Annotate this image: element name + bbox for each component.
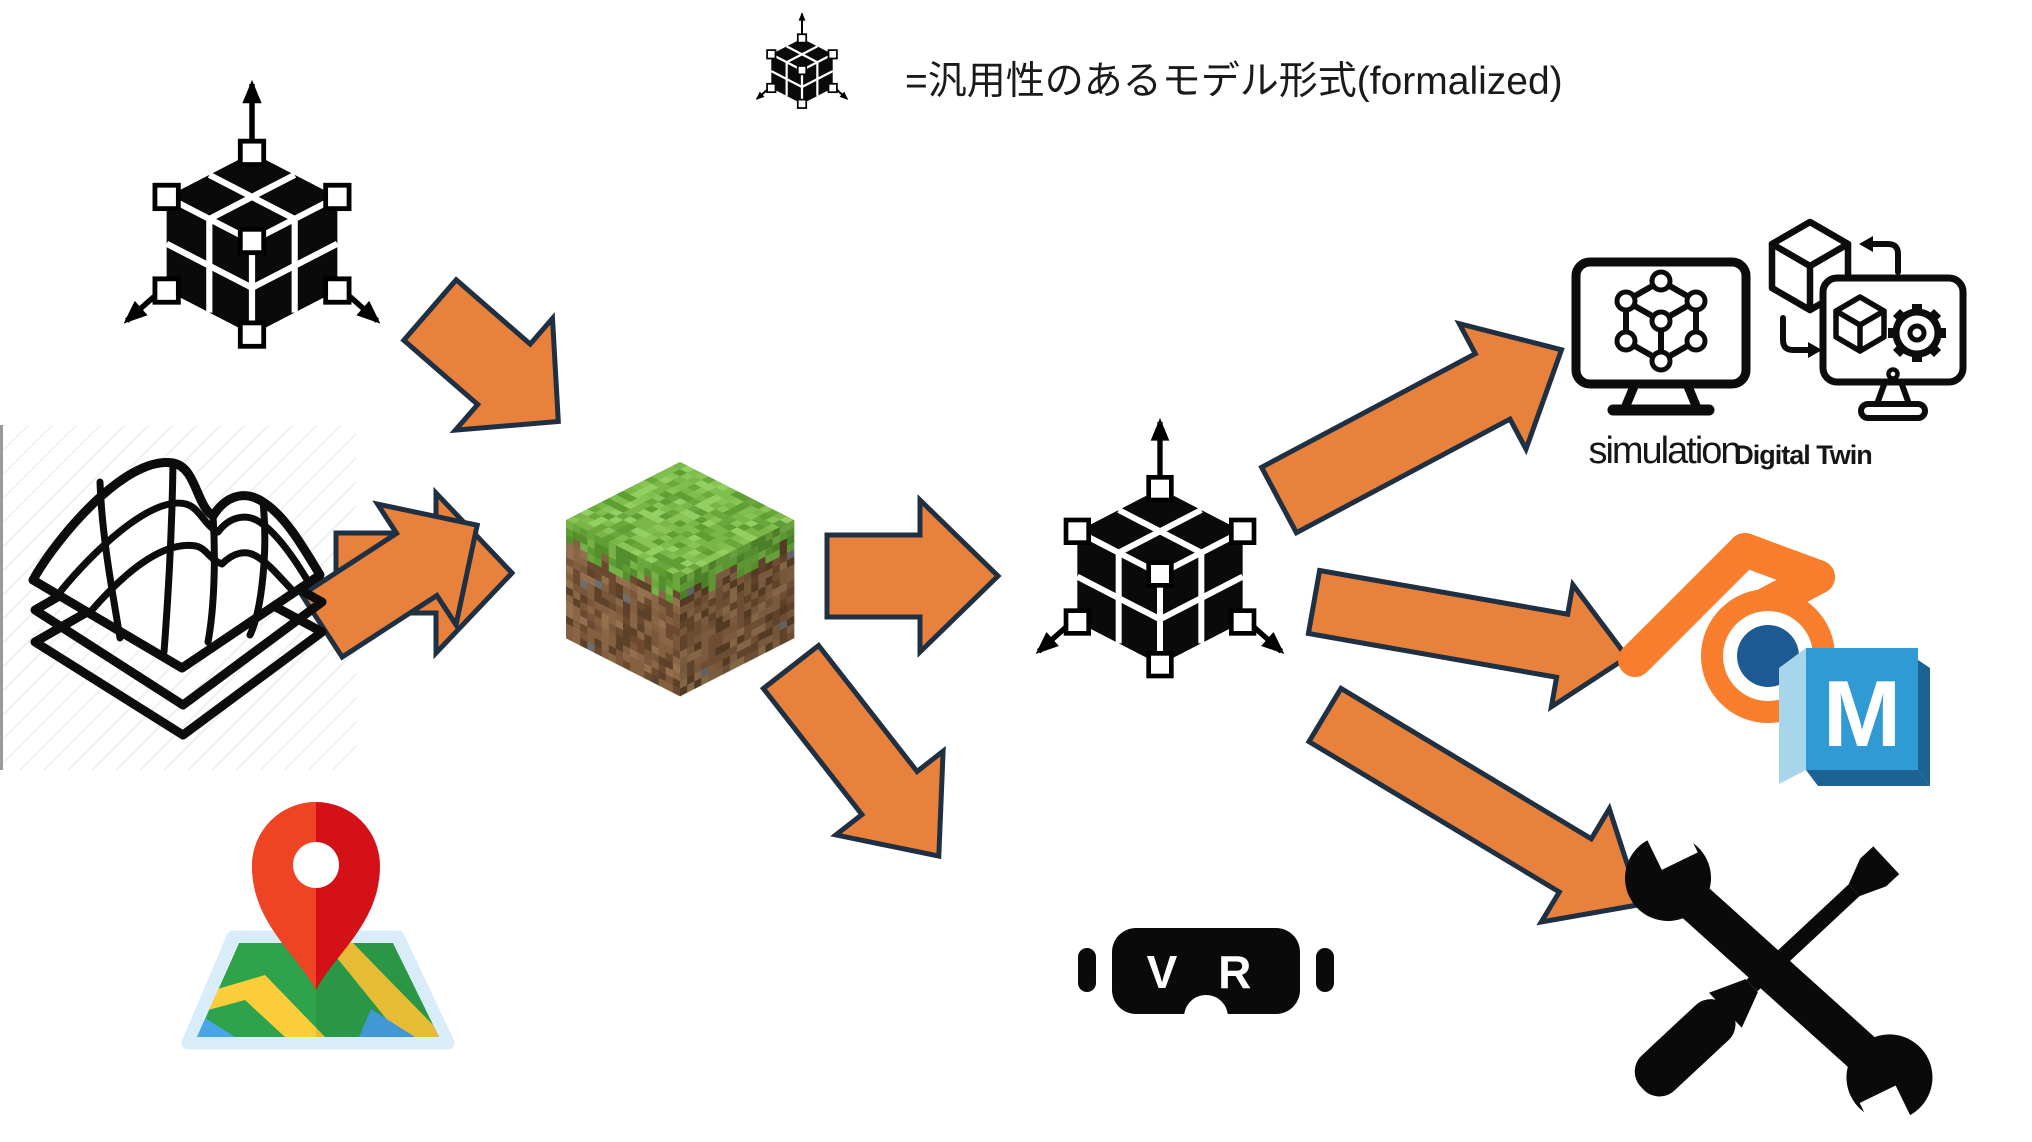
simulation-monitor-icon	[1571, 257, 1751, 416]
screwdriver-icon	[1634, 846, 1900, 1097]
arrow-model-to-tools	[1305, 684, 1644, 926]
map-pin-icon	[181, 802, 455, 1050]
sync-arrow-up-left	[1859, 236, 1901, 275]
twin-monitor-stand	[1858, 379, 1928, 421]
vr-body	[1112, 928, 1300, 1014]
minecraft-grass-block-icon	[565, 462, 795, 697]
arrow-minecraft-to-vr	[759, 641, 946, 860]
source-model-cube-3d-icon	[97, 62, 407, 358]
vr-label: V R	[1147, 946, 1266, 998]
pin	[252, 802, 380, 990]
arrow-map-to-minecraft	[298, 500, 481, 661]
crossed-tools-icon	[1625, 803, 1933, 1142]
arrow-model-to-minecraft	[400, 276, 561, 434]
arrow-model-to-blender-maya	[1305, 567, 1631, 713]
blender-logo-icon	[1618, 533, 1835, 723]
legend-cube-3d-icon	[750, 2, 854, 116]
maya-letter: M	[1823, 661, 1901, 766]
vr-headset-icon: V R	[1078, 928, 1334, 1039]
arrow-model-to-simulation	[1258, 319, 1565, 537]
digital-twin-icon	[1768, 218, 1967, 421]
simulation-label: simulation	[1588, 430, 1741, 472]
terrain-mesh-layers-icon	[28, 458, 327, 740]
maya-logo-icon: M	[1779, 648, 1930, 786]
vr-strap-right	[1316, 948, 1334, 992]
arrow-minecraft-to-model	[824, 494, 1002, 658]
digital-twin-label: Digital Twin	[1734, 440, 1873, 470]
digital-cube	[1833, 294, 1887, 354]
wrench-icon	[1625, 803, 1933, 1142]
formalized-model-cube-3d-icon	[1020, 398, 1300, 690]
vr-strap-left	[1078, 948, 1096, 992]
gear-icon	[1888, 304, 1946, 362]
sync-arrow-down-right	[1780, 315, 1822, 358]
legend-title: =汎用性のあるモデル形式(formalized)	[905, 60, 1563, 103]
monitor-dot	[1886, 367, 1900, 381]
vr-nose-notch	[1184, 995, 1228, 1039]
monitor-stand	[1607, 379, 1715, 416]
